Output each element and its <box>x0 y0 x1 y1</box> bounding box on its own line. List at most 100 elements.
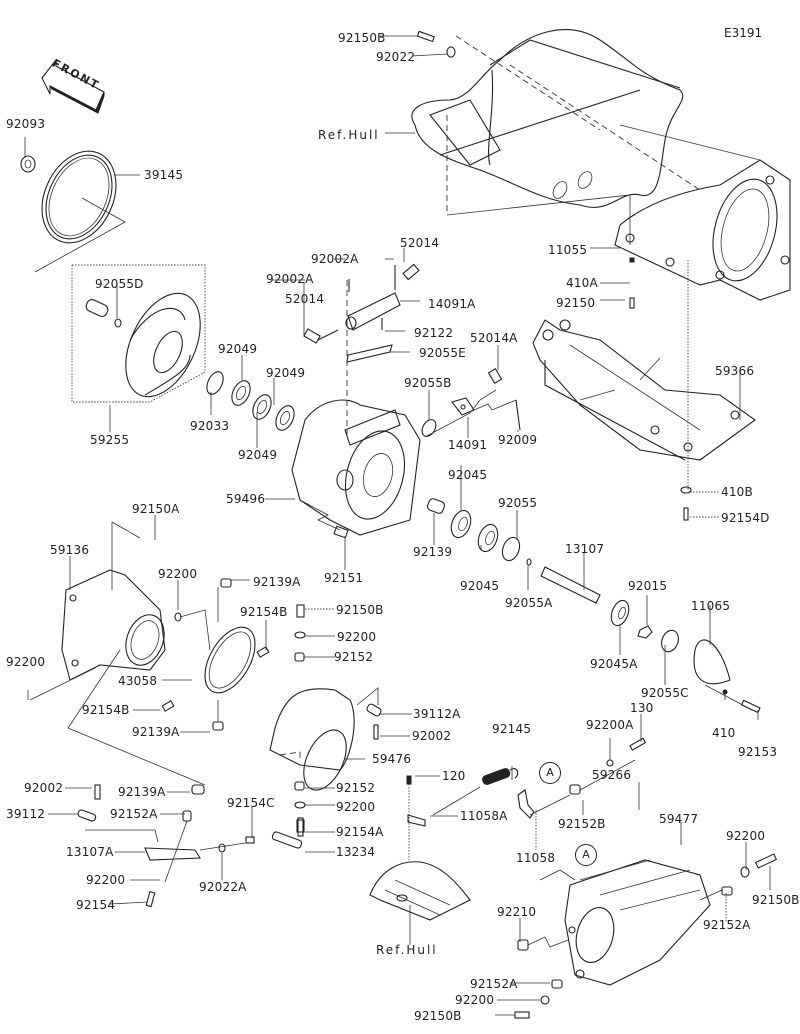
label-92200: 92200 <box>6 655 46 669</box>
label-13107: 13107 <box>565 542 605 556</box>
label-92122: 92122 <box>414 326 454 340</box>
label-92055D: 92055D <box>95 277 144 291</box>
label-92045A: 92045A <box>590 657 638 671</box>
label-92055: 92055 <box>498 496 538 510</box>
diagram-code: E3191 <box>724 26 763 40</box>
label-92153: 92153 <box>738 745 778 759</box>
label-92055E: 92055E <box>419 346 466 360</box>
label-92150B: 92150B <box>414 1009 462 1023</box>
callout-marker-a: A <box>539 762 561 784</box>
hull-drawing <box>411 29 761 245</box>
label-59136: 59136 <box>50 543 90 557</box>
label-92033: 92033 <box>190 419 230 433</box>
label-11058: 11058 <box>516 851 556 865</box>
label-92022A: 92022A <box>199 880 247 894</box>
part-14091A-drawing <box>303 263 420 363</box>
ref-hull-bottom-drawing <box>369 861 471 945</box>
label-39112: 39112 <box>6 807 46 821</box>
label-14091: 14091 <box>448 438 488 452</box>
label-92015: 92015 <box>628 579 668 593</box>
label-11055: 11055 <box>548 243 588 257</box>
label-92002: 92002 <box>412 729 452 743</box>
label-92154A: 92154A <box>336 825 384 839</box>
part-59366-drawing <box>532 260 756 490</box>
label-ref-hull: Ref.Hull <box>318 128 380 142</box>
label-92093: 92093 <box>6 117 46 131</box>
label-92002A: 92002A <box>311 252 359 266</box>
label-14091A: 14091A <box>428 297 476 311</box>
label-92210: 92210 <box>497 905 537 919</box>
label-92145: 92145 <box>492 722 532 736</box>
part-59477-drawing <box>514 853 778 1019</box>
leader-lines <box>24 35 771 1016</box>
label-120: 120 <box>442 769 466 783</box>
label-92009: 92009 <box>498 433 538 447</box>
label-52014: 52014 <box>285 292 325 306</box>
label-52014: 52014 <box>400 236 440 250</box>
label-59477: 59477 <box>659 812 699 826</box>
label-92200: 92200 <box>726 829 766 843</box>
label-92045: 92045 <box>460 579 500 593</box>
label-92200A: 92200A <box>586 718 634 732</box>
part-59255-drawing <box>71 264 206 403</box>
label-130: 130 <box>630 701 654 715</box>
label-92152A: 92152A <box>470 977 518 991</box>
label-92200: 92200 <box>455 993 495 1007</box>
label-92150B: 92150B <box>336 603 384 617</box>
seals-drawing <box>206 371 295 431</box>
label-410: 410 <box>712 726 736 740</box>
part-39145-drawing <box>34 150 126 273</box>
linkage-drawing <box>77 784 304 908</box>
label-92022: 92022 <box>376 50 416 64</box>
label-39145: 39145 <box>144 168 184 182</box>
label-52014A: 52014A <box>470 331 518 345</box>
label-92154D: 92154D <box>721 511 770 525</box>
label-92150A: 92150A <box>132 502 180 516</box>
label-92152A: 92152A <box>110 807 158 821</box>
part-92093-drawing <box>20 155 36 173</box>
label-410A: 410A <box>566 276 598 290</box>
label-92150B: 92150B <box>752 893 800 907</box>
label-92002A: 92002A <box>266 272 314 286</box>
label-92150: 92150 <box>556 296 596 310</box>
label-92152: 92152 <box>334 650 374 664</box>
part-59136-drawing <box>29 521 206 786</box>
label-92151: 92151 <box>324 571 364 585</box>
label-11065: 11065 <box>691 599 731 613</box>
label-92200: 92200 <box>158 567 198 581</box>
label-92152: 92152 <box>336 781 376 795</box>
label-ref-hull: Ref.Hull <box>376 943 438 957</box>
label-59496: 59496 <box>226 492 266 506</box>
part-11055-drawing <box>614 159 791 301</box>
front-arrow-icon <box>41 58 105 115</box>
label-92045: 92045 <box>448 468 488 482</box>
label-92154: 92154 <box>76 898 116 912</box>
label-59476: 59476 <box>372 752 412 766</box>
part-14091-drawing <box>421 368 521 438</box>
label-59266: 59266 <box>592 768 632 782</box>
label-92139A: 92139A <box>132 725 180 739</box>
label-92049: 92049 <box>218 342 258 356</box>
label-43058: 43058 <box>118 674 158 688</box>
label-92154C: 92154C <box>227 796 275 810</box>
label-92154B: 92154B <box>82 703 130 717</box>
callout-marker-a: A <box>575 844 597 866</box>
label-92055A: 92055A <box>505 596 553 610</box>
label-59255: 59255 <box>90 433 130 447</box>
shaft-drawing <box>540 566 761 714</box>
label-13234: 13234 <box>336 845 376 859</box>
bearings-drawing <box>299 498 532 566</box>
label-92002: 92002 <box>24 781 64 795</box>
label-92200: 92200 <box>86 873 126 887</box>
label-92049: 92049 <box>266 366 306 380</box>
label-92055B: 92055B <box>404 376 452 390</box>
label-92049: 92049 <box>238 448 278 462</box>
top-fasteners-drawing <box>416 30 692 521</box>
part-59476-drawing <box>269 604 382 833</box>
label-92055C: 92055C <box>641 686 689 700</box>
label-92139A: 92139A <box>253 575 301 589</box>
label-92200: 92200 <box>337 630 377 644</box>
label-92152A: 92152A <box>703 918 751 932</box>
